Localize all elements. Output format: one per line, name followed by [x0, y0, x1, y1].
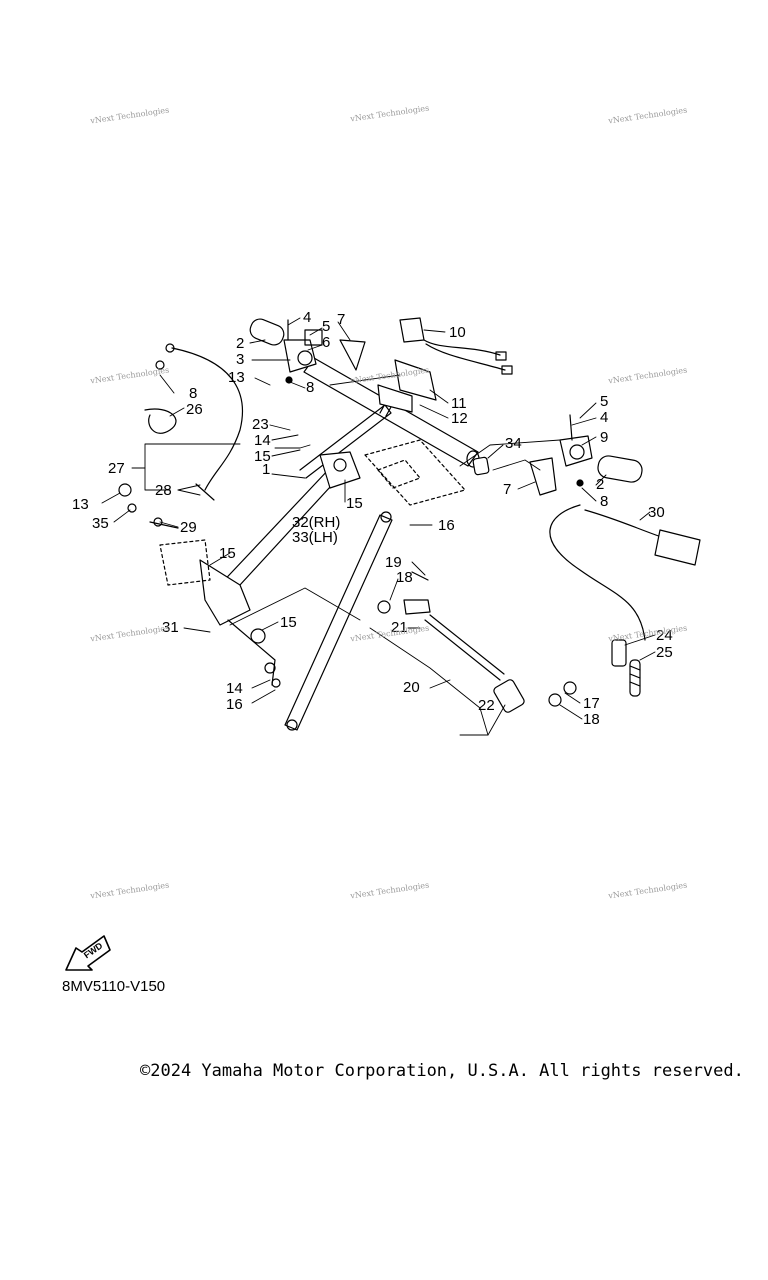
callout-18: 18 [583, 711, 600, 728]
tie-rod [377, 571, 577, 713]
callout-21: 21 [391, 619, 408, 636]
callout-5: 5 [600, 393, 608, 410]
steering-rod [284, 511, 393, 731]
callout-18: 18 [396, 569, 413, 586]
callout-23: 23 [252, 416, 269, 433]
callout-6: 6 [322, 334, 330, 351]
lower-bracket [159, 539, 281, 688]
callout-12: 12 [451, 410, 468, 427]
callout-35: 35 [92, 515, 109, 532]
leader-lines [101, 317, 656, 736]
callout-32: 32(RH) [292, 514, 340, 531]
callout-labels: 1 2 2 3 4 4 5 5 6 7 7 8 8 8 9 10 11 12 1… [72, 309, 673, 960]
callout-22: 22 [478, 697, 495, 714]
steering-column [214, 404, 392, 599]
callout-5: 5 [322, 318, 330, 335]
callout-24: 24 [656, 627, 673, 644]
callout-34: 34 [505, 435, 522, 452]
callout-14: 14 [254, 432, 271, 449]
copyright-notice: ©2024 Yamaha Motor Corporation, U.S.A. A… [140, 1061, 744, 1081]
callout-27: 27 [108, 460, 125, 477]
callout-13: 13 [228, 369, 245, 386]
callout-25: 25 [656, 644, 673, 661]
callout-9: 9 [600, 429, 608, 446]
callout-13: 13 [72, 496, 89, 513]
right-grip-assembly [529, 414, 643, 496]
handlebar-switch [399, 317, 513, 375]
right-throttle-cable [549, 504, 701, 697]
callout-1: 1 [262, 461, 270, 478]
callout-15: 15 [280, 614, 297, 631]
callout-29: 29 [180, 519, 197, 536]
steering-mount-plate [364, 439, 466, 506]
callout-19: 19 [385, 554, 402, 571]
callout-8: 8 [306, 379, 314, 396]
callout-2: 2 [596, 476, 604, 493]
callout-11: 11 [451, 395, 467, 412]
callout-15: 15 [346, 495, 363, 512]
callout-4: 4 [600, 409, 608, 426]
callout-17: 17 [583, 695, 600, 712]
fwd-arrow-icon [65, 935, 111, 971]
callout-8: 8 [600, 493, 608, 510]
callout-20: 20 [403, 679, 420, 696]
callout-8: 8 [189, 385, 197, 402]
callout-33: 33(LH) [292, 529, 338, 546]
callout-15: 15 [219, 545, 236, 562]
callout-2: 2 [236, 335, 244, 352]
callout-3: 3 [236, 351, 244, 368]
callout-31: 31 [162, 619, 179, 636]
callout-26: 26 [186, 401, 203, 418]
callout-14: 14 [226, 680, 243, 697]
callout-4: 4 [303, 309, 311, 326]
left-throttle-cable [118, 343, 244, 529]
callout-30: 30 [648, 504, 665, 521]
callout-15: 15 [254, 448, 271, 465]
callout-10: 10 [449, 324, 466, 341]
callout-7: 7 [503, 481, 511, 498]
callout-16: 16 [226, 696, 243, 713]
callout-7: 7 [337, 311, 345, 328]
left-grip-assembly [249, 318, 366, 384]
diagram-code: 8MV5110-V150 [62, 978, 166, 995]
callout-28: 28 [155, 482, 172, 499]
callout-16: 16 [438, 517, 455, 534]
handlebar-clamp [377, 359, 437, 413]
